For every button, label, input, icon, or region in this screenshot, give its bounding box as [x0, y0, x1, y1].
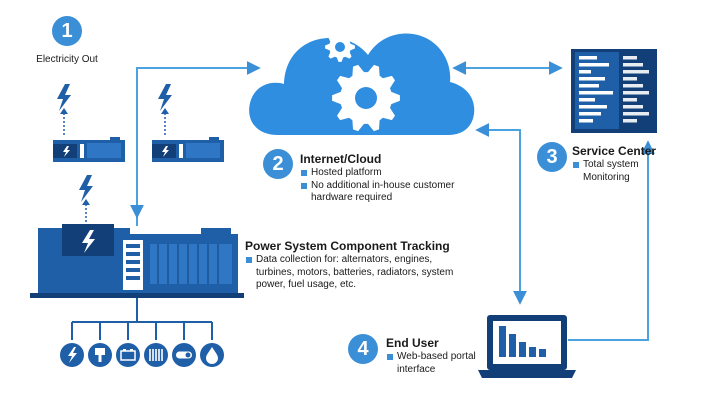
fuel-gauge-icon — [172, 343, 196, 367]
step-3-bullet: Total system Monitoring — [572, 159, 667, 184]
generator-large-icon — [30, 224, 244, 298]
step-1-badge: 1 — [52, 16, 82, 46]
step-2-bullet: No additional in-house customer hardware… — [300, 180, 460, 205]
battery-icon — [116, 343, 140, 367]
arrow-service-enduser — [568, 140, 655, 341]
sensor-bus — [71, 298, 213, 340]
step-2-bullet: Hosted platform — [300, 167, 460, 180]
step-4-title: End User — [386, 336, 439, 350]
step-4-bullet: Web-based portal interface — [386, 351, 481, 376]
radiator-icon — [144, 343, 168, 367]
step-4-text: End User Web-based portal interface — [386, 336, 481, 376]
step-2-title: Internet/Cloud — [300, 152, 382, 166]
gear-icon — [332, 64, 400, 132]
step-3-title: Service Center — [572, 144, 657, 158]
drop-icon — [200, 343, 224, 367]
tracking-title: Power System Component Tracking — [245, 239, 450, 253]
step-2-badge: 2 — [263, 149, 293, 179]
arrow-cloud-enduser — [475, 123, 527, 305]
lightning-icon — [79, 175, 93, 202]
tracking-bullet: Data collection for: alternators, engine… — [245, 254, 460, 292]
gear-icon — [325, 32, 355, 62]
lightning-icon — [158, 84, 172, 111]
step-3-badge: 3 — [537, 142, 567, 172]
piston-icon — [88, 343, 112, 367]
generator-small-icon — [152, 137, 224, 162]
step-1-label: Electricity Out — [36, 54, 98, 65]
lightning-icon — [60, 343, 84, 367]
generator-small-icon — [53, 137, 125, 162]
monitoring-screen-icon — [571, 49, 657, 133]
step-4-badge: 4 — [348, 334, 378, 364]
step-2-text: Internet/Cloud Hosted platform No additi… — [300, 152, 460, 205]
step-3-text: Service Center Total system Monitoring — [572, 144, 667, 184]
laptop-icon — [478, 315, 576, 378]
tracking-text: Power System Component Tracking Data col… — [245, 239, 460, 292]
connector-arrows — [130, 61, 655, 341]
lightning-icon — [57, 84, 71, 111]
